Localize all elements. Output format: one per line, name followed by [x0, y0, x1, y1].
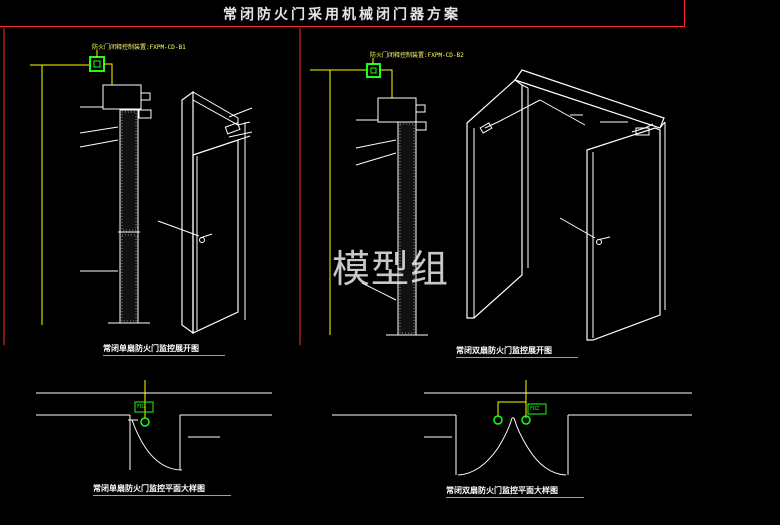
drawing-title: 常闭防火门采用机械闭门器方案 [223, 7, 461, 23]
door-frame-header [514, 69, 665, 129]
device-label-b2: 防火门闭释控制装置:FXPM-CD-B2 [370, 52, 464, 59]
closer-arm [635, 127, 650, 136]
door-leaf-right [192, 139, 239, 334]
sensor-icon [140, 417, 150, 427]
caption-underline [446, 497, 584, 498]
caption-double-plan: 常闭双扇防火门监控平面大样图 [446, 486, 558, 495]
control-device-icon [366, 63, 381, 78]
door-closer-box [377, 97, 417, 123]
caption-underline [103, 355, 225, 356]
door-swing-arc-left [457, 417, 513, 476]
door-swing-arc [131, 419, 183, 471]
door-frame-top [192, 91, 239, 126]
closer-arm [224, 122, 241, 135]
door-handle [199, 237, 205, 243]
wall-column [397, 121, 417, 336]
watermark: 模型组 [332, 247, 450, 291]
door-closer-box [102, 84, 142, 110]
device-label-b1: 防火门闭释控制装置:FXPM-CD-B1 [92, 44, 186, 51]
sensor-icon [521, 415, 531, 425]
caption-single-elevation: 常闭单扇防火门监控展开图 [103, 344, 199, 353]
single-door-plan [36, 380, 272, 471]
wall-hatch [121, 111, 137, 322]
caption-single-plan: 常闭单扇防火门监控平面大样图 [93, 484, 205, 493]
door-leaf-left [181, 90, 194, 335]
fdz-device-icon [527, 403, 547, 415]
fdz-device-icon [134, 401, 154, 413]
double-door-plan [332, 380, 692, 476]
door-swing-arc-right [513, 417, 567, 476]
caption-underline [456, 357, 578, 358]
single-door-elevation [30, 50, 253, 335]
fdz-label: FDZ [137, 404, 147, 410]
door-leaf-1 [466, 79, 523, 319]
caption-underline [93, 495, 231, 496]
double-door-elevation [310, 58, 666, 341]
control-device-icon [89, 56, 105, 72]
sensor-icon [493, 415, 503, 425]
wire [104, 63, 113, 85]
fdz-label: FDZ [530, 406, 540, 412]
caption-double-elevation: 常闭双扇防火门监控展开图 [456, 346, 552, 355]
door-leaf-2 [586, 127, 661, 341]
door-handle [596, 239, 602, 245]
title-frame [0, 0, 685, 27]
wall-column [119, 109, 139, 324]
